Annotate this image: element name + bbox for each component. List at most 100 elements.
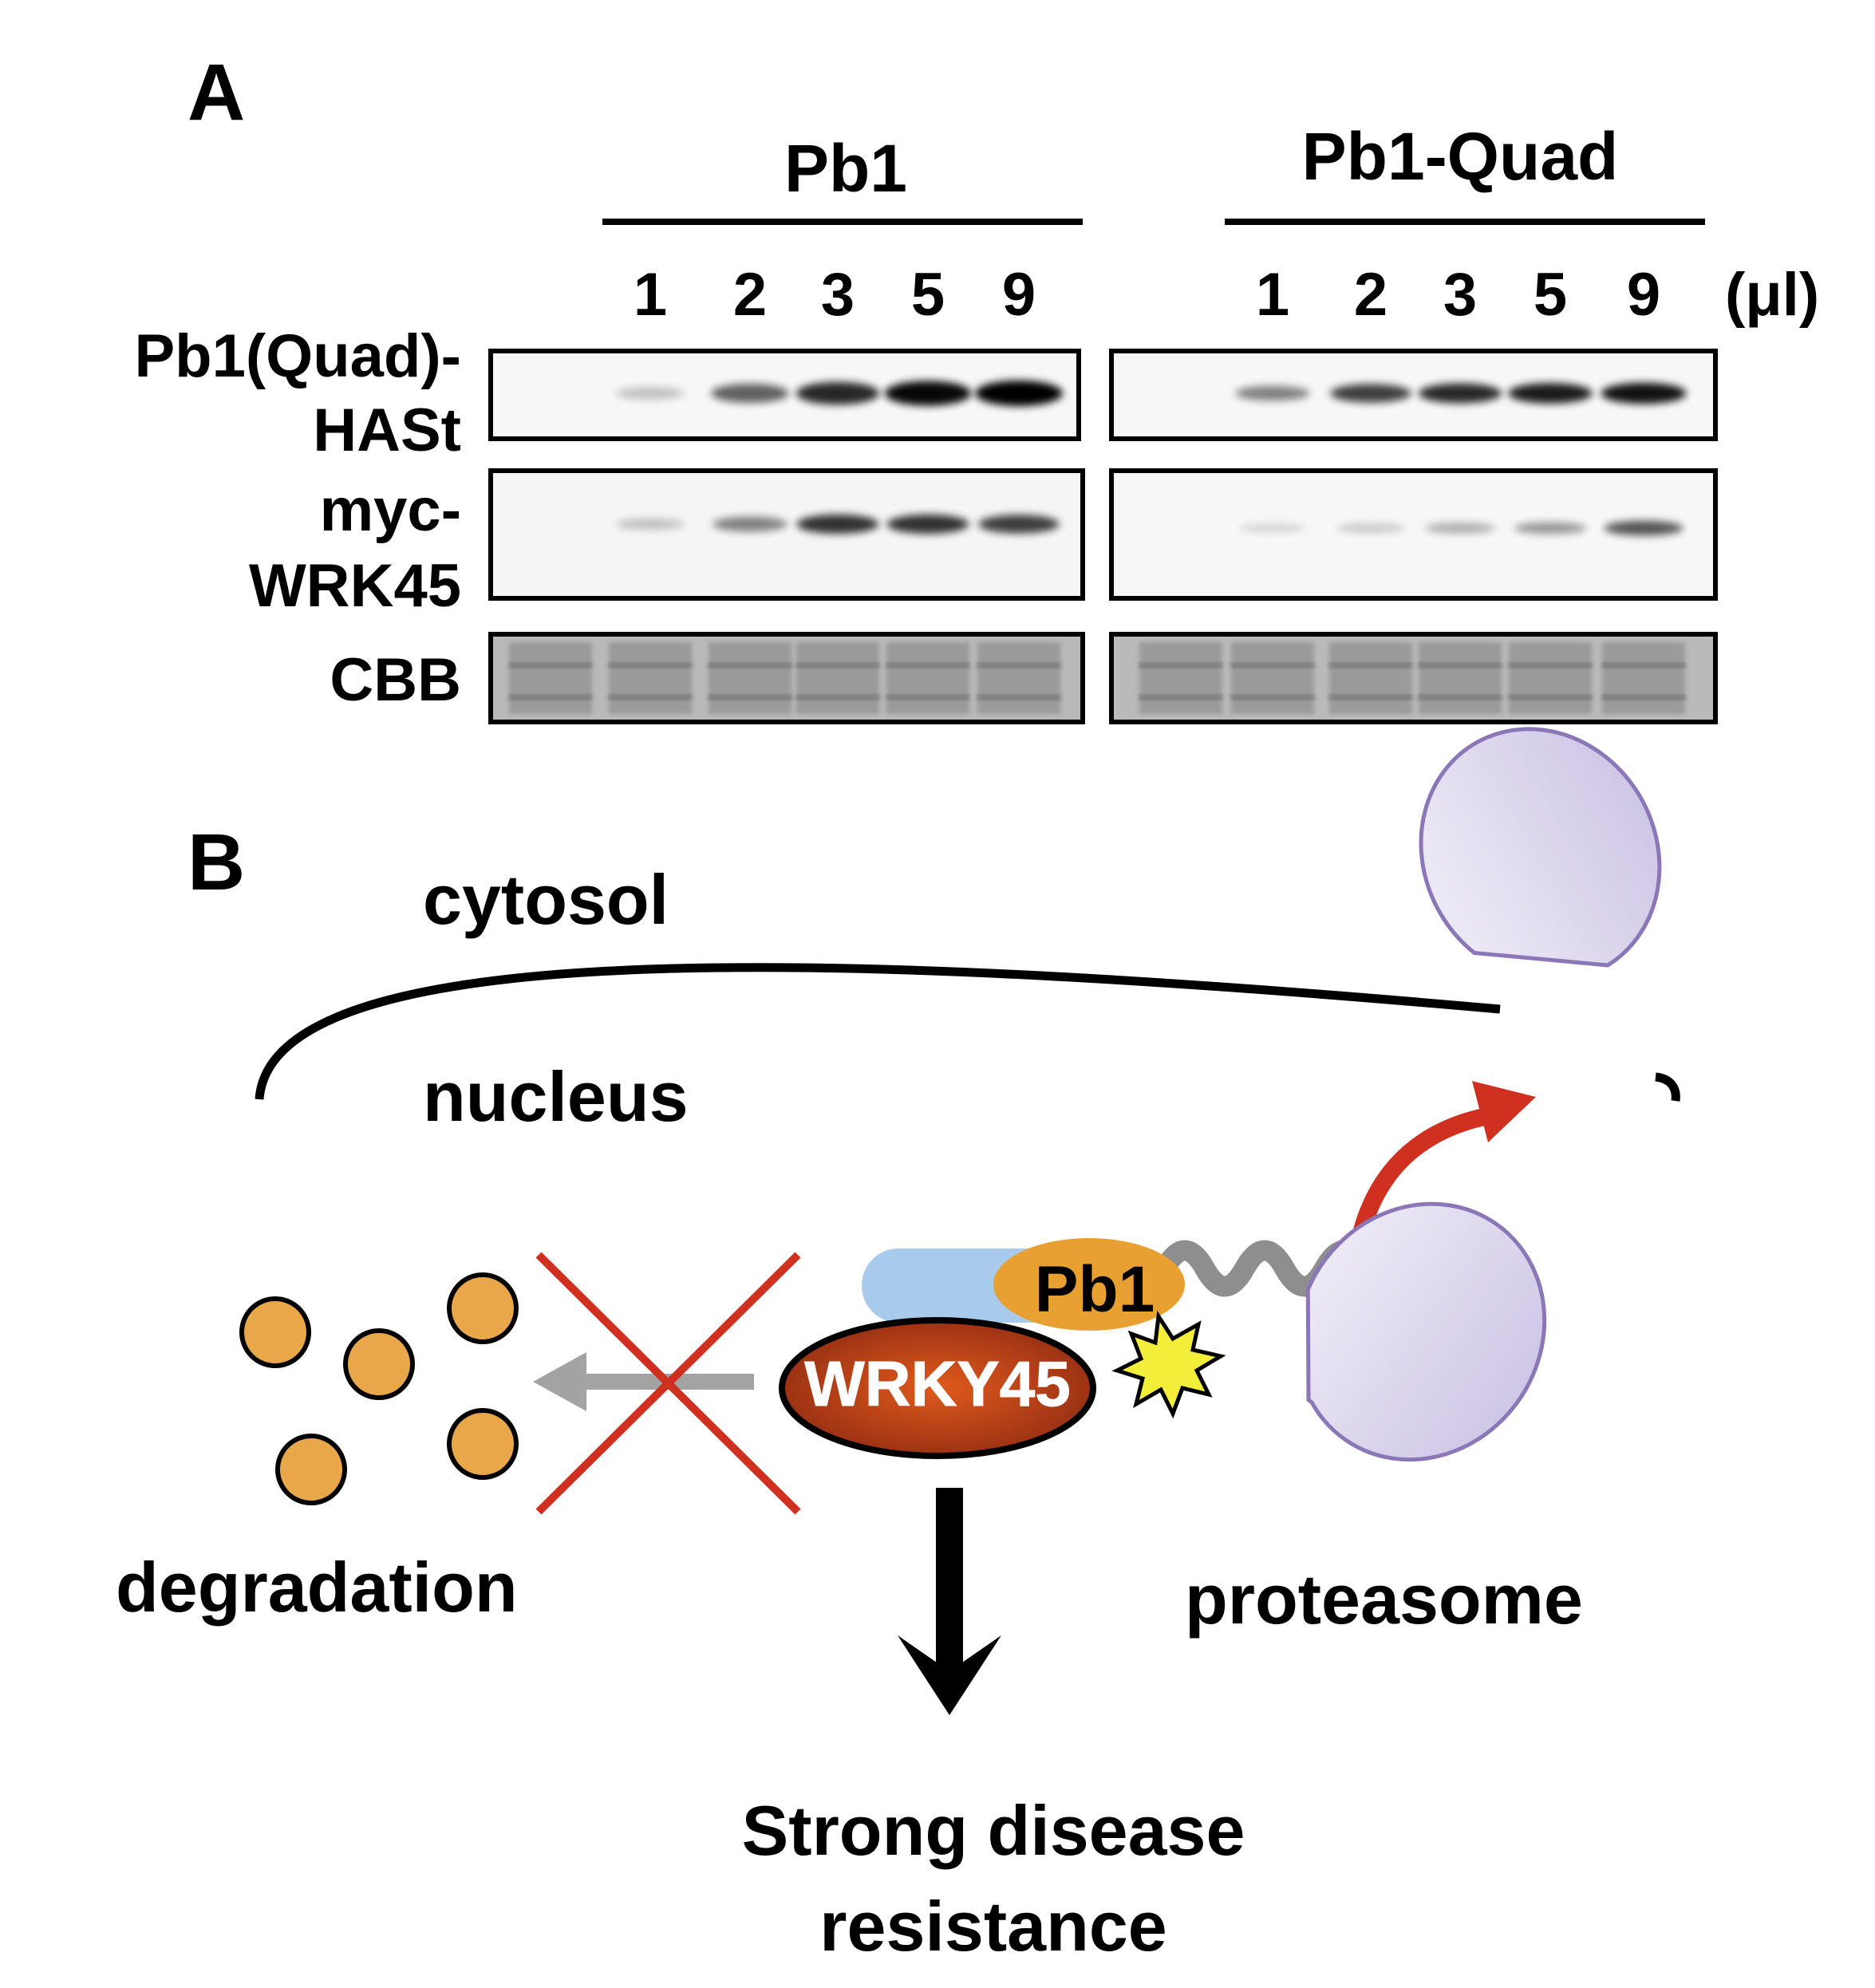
cbb-lane — [1139, 642, 1222, 714]
export-arrowhead — [1472, 1081, 1536, 1142]
blot-band — [711, 383, 789, 404]
cbb-lane — [796, 642, 879, 714]
nucleus-label: nucleus — [423, 1057, 689, 1136]
row-label-myc-wrk45-line2: WRK45 — [249, 552, 461, 620]
blot-band — [796, 514, 879, 534]
row-label-pb1-hast-line1: Pb1(Quad)- — [134, 322, 461, 390]
cbb-band — [1139, 694, 1222, 700]
cbb-lane — [1329, 642, 1412, 714]
cbb-lane — [709, 642, 791, 714]
wrky45-protein — [779, 1317, 1096, 1459]
blot-band — [1418, 383, 1502, 404]
lane-label: 2 — [1354, 261, 1388, 329]
lane-labels: 1 2 3 5 9 1 2 3 5 9 — [634, 261, 1660, 329]
blot-band — [886, 514, 969, 534]
cbb-band — [1329, 694, 1412, 700]
cbb-lane — [1231, 642, 1314, 714]
panel-b-letter: B — [188, 818, 245, 907]
cbb-band — [1231, 694, 1314, 700]
cbb-band — [709, 694, 791, 700]
lane-label: 5 — [1534, 261, 1567, 329]
lane-label: 1 — [634, 261, 667, 329]
resistance-arrow-shaft — [936, 1488, 963, 1679]
cbb-band — [886, 694, 969, 700]
blot-band — [1508, 383, 1593, 404]
cbb-band — [1419, 694, 1502, 700]
cbb-band — [1139, 662, 1222, 669]
cbb-band — [709, 662, 791, 669]
blot-band — [975, 381, 1063, 406]
blot-band — [616, 386, 685, 400]
degraded-fragment — [239, 1296, 311, 1368]
lane-label: 3 — [1443, 261, 1477, 329]
degradation-products — [239, 1272, 519, 1505]
cbb-lane — [609, 642, 692, 714]
panel-a-letter: A — [188, 48, 245, 137]
wrky45-label: WRKY45 — [804, 1348, 1070, 1419]
nuclear-envelope — [255, 963, 1501, 1100]
degraded-fragment — [343, 1328, 415, 1400]
blot-band — [1336, 523, 1405, 533]
row-label-myc-wrk45-line1: myc- — [320, 476, 461, 544]
group-label-pb1-quad: Pb1-Quad — [1302, 119, 1619, 194]
cbb-band — [1509, 694, 1592, 700]
cbb-lane — [509, 642, 592, 714]
blot-band — [1601, 382, 1687, 404]
degraded-fragment — [275, 1434, 347, 1505]
group-label-pb1: Pb1 — [784, 131, 907, 206]
cbb-band — [977, 694, 1060, 700]
cbb-lane — [1419, 642, 1502, 714]
pb1-protein — [993, 1238, 1185, 1331]
blot-myc-wrk45-left — [488, 468, 1085, 601]
blot-cbb-left — [488, 632, 1085, 724]
blot-band — [1604, 520, 1684, 536]
blot-band — [1514, 522, 1587, 534]
row-label-pb1-hast-line2: HASt — [313, 396, 461, 464]
result-label-line1: Strong disease — [742, 1791, 1245, 1870]
result-label-line2: resistance — [819, 1887, 1166, 1966]
cbb-band — [1329, 662, 1412, 669]
blot-band — [616, 518, 685, 531]
blot-band — [1425, 523, 1495, 534]
nuclear-envelope-right — [1655, 1072, 1680, 1102]
blot-band — [1239, 523, 1306, 533]
cbb-band — [609, 662, 692, 669]
blot-pb1-hast-left — [488, 349, 1081, 441]
proteasome-label: proteasome — [1185, 1560, 1583, 1639]
lane-label: 2 — [733, 261, 767, 329]
lane-label: 5 — [911, 261, 945, 329]
blot-cbb-right — [1109, 632, 1718, 724]
cbb-band — [509, 662, 592, 669]
cbb-band — [886, 662, 969, 669]
cbb-lane — [886, 642, 969, 714]
volume-unit-label: (μl) — [1725, 261, 1819, 329]
blot-band — [1330, 384, 1411, 403]
pb1-label: Pb1 — [1035, 1253, 1155, 1326]
proteasome-nuclear — [1305, 1201, 1547, 1462]
cbb-lane — [977, 642, 1060, 714]
cbb-band — [509, 694, 592, 700]
degradation-label: degradation — [116, 1548, 518, 1627]
blot-pb1-hast-right — [1109, 349, 1718, 441]
cbb-band — [1231, 662, 1314, 669]
blot-band — [712, 516, 788, 532]
resistance-arrowhead — [898, 1635, 1001, 1715]
cbb-lane — [1602, 642, 1685, 714]
cbb-band — [796, 694, 879, 700]
lane-label: 9 — [1002, 261, 1036, 329]
cbb-band — [609, 694, 692, 700]
interaction-star — [1111, 1310, 1226, 1419]
cbb-band — [977, 662, 1060, 669]
cytosol-label: cytosol — [423, 860, 669, 939]
blot-band — [1235, 385, 1310, 401]
degraded-fragment — [447, 1408, 519, 1480]
lane-label: 9 — [1627, 261, 1660, 329]
degradation-arrowhead — [533, 1352, 586, 1411]
cbb-lane — [1509, 642, 1592, 714]
lane-label: 3 — [821, 261, 855, 329]
blot-band — [978, 515, 1060, 534]
blot-band — [884, 381, 972, 406]
lane-label: 1 — [1256, 261, 1289, 329]
blot-myc-wrk45-right — [1109, 468, 1718, 601]
